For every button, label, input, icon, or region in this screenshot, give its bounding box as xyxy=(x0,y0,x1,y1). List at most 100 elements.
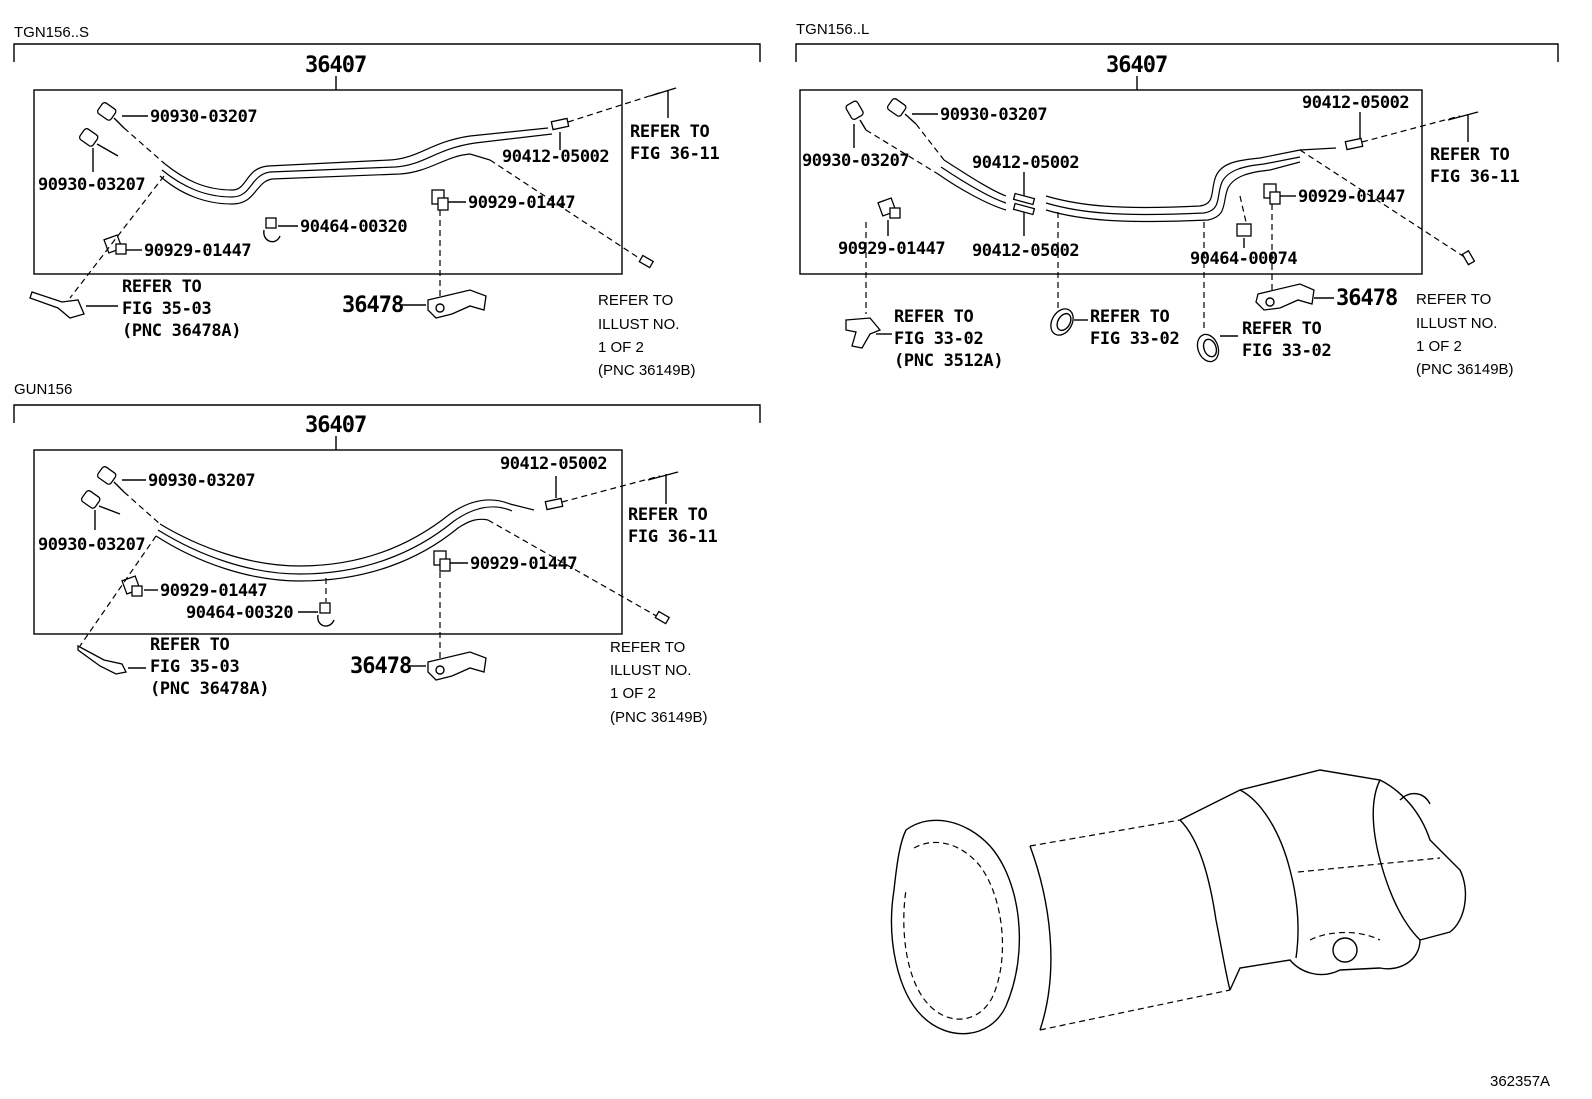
clamp-icon xyxy=(433,550,451,572)
part-label: 90930-03207 xyxy=(38,535,145,555)
clamp-icon xyxy=(103,234,127,255)
section-tgn156-l: TGN156..L 36407 xyxy=(795,21,1559,378)
assembly-box xyxy=(33,449,623,635)
pnc-reference: (PNC 36149B) xyxy=(598,362,696,379)
section-header: GUN156 xyxy=(14,381,72,398)
part-label: 90930-03207 xyxy=(802,151,909,171)
part-label: 36478 xyxy=(350,654,411,679)
section-header: TGN156..L xyxy=(796,21,869,38)
illust-reference: ILLUST NO. xyxy=(598,316,679,333)
fuel-pipe-assembly xyxy=(155,499,535,582)
union-icon xyxy=(550,117,570,131)
figure-reference: FIG 36-11 xyxy=(1430,167,1519,187)
illust-page: 1 OF 2 xyxy=(1416,338,1462,355)
hose-clamp-icon xyxy=(1196,333,1220,363)
plug-icon xyxy=(80,490,121,515)
refer-to-label: REFER TO xyxy=(598,292,673,309)
union-icon xyxy=(1344,137,1364,151)
part-label: 90929-01447 xyxy=(468,193,575,213)
part-label: 90412-05002 xyxy=(500,454,607,474)
part-label: 90412-05002 xyxy=(972,241,1079,261)
illust-page: 1 OF 2 xyxy=(610,685,656,702)
figure-reference: FIG 33-02 xyxy=(1090,329,1179,349)
part-label: 90930-03207 xyxy=(150,107,257,127)
refer-to-label: REFER TO xyxy=(630,122,710,142)
refer-to-label: REFER TO xyxy=(610,639,685,656)
plug-icon xyxy=(886,98,917,125)
union-icon xyxy=(544,497,564,511)
plug-icon xyxy=(96,102,125,129)
pnc-reference: (PNC 36149B) xyxy=(610,709,708,726)
figure-id: 362357A xyxy=(1490,1073,1550,1090)
bracket-icon xyxy=(29,291,85,319)
part-label: 90412-05002 xyxy=(1302,93,1409,113)
refer-to-label: REFER TO xyxy=(1416,291,1491,308)
figure-reference: FIG 33-02 xyxy=(1242,341,1331,361)
part-label: 90412-05002 xyxy=(502,147,609,167)
illust-reference: ILLUST NO. xyxy=(1416,315,1497,332)
clip-icon xyxy=(317,602,335,627)
bracket-icon xyxy=(77,644,127,675)
part-label: 36478 xyxy=(1336,286,1397,311)
clamp-icon xyxy=(1263,183,1281,205)
fuel-pipe-assembly xyxy=(159,127,553,205)
figure-reference: FIG 33-02 xyxy=(894,329,983,349)
refer-to-label: REFER TO xyxy=(1090,307,1170,327)
bracket-icon xyxy=(845,317,882,349)
figure-reference: FIG 35-03 xyxy=(122,299,211,319)
refer-to-label: REFER TO xyxy=(894,307,974,327)
pnc-reference: (PNC 36478A) xyxy=(150,679,269,699)
part-label: 90929-01447 xyxy=(1298,187,1405,207)
clamp-icon xyxy=(431,189,449,211)
bracket-36478-icon xyxy=(427,289,487,319)
transmission-illustration xyxy=(890,769,1467,1035)
part-label: 90930-03207 xyxy=(940,105,1047,125)
section-header: TGN156..S xyxy=(14,24,89,41)
clip-icon xyxy=(263,217,281,243)
refer-to-label: REFER TO xyxy=(628,505,708,525)
pnc-reference: (PNC 36478A) xyxy=(122,321,241,341)
hose-clamp-icon xyxy=(1050,308,1074,336)
section-bracket xyxy=(795,43,1559,62)
clip-icon xyxy=(1236,223,1252,237)
refer-to-label: REFER TO xyxy=(1430,145,1510,165)
figure-reference: FIG 36-11 xyxy=(628,527,717,547)
clamp-icon xyxy=(877,197,901,219)
figure-reference: FIG 36-11 xyxy=(630,144,719,164)
illust-page: 1 OF 2 xyxy=(598,339,644,356)
part-label: 36478 xyxy=(342,293,403,318)
part-label: 90930-03207 xyxy=(38,175,145,195)
assembly-box xyxy=(33,89,623,275)
section-tgn156-s: TGN156..S 36407 xyxy=(13,24,761,379)
part-label: 90464-00320 xyxy=(186,603,293,623)
part-label: 90929-01447 xyxy=(144,241,251,261)
clamp-icon xyxy=(121,575,143,597)
main-part-number: 36407 xyxy=(305,53,366,78)
refer-to-label: REFER TO xyxy=(1242,319,1322,339)
bracket-36478-icon xyxy=(427,651,487,681)
fuel-pipe-assembly xyxy=(937,147,1337,223)
part-label: 90929-01447 xyxy=(470,554,577,574)
figure-reference: FIG 35-03 xyxy=(150,657,239,677)
pnc-reference: (PNC 3512A) xyxy=(894,351,1003,371)
part-label: 90464-00074 xyxy=(1190,249,1297,269)
assembly-box xyxy=(799,89,1423,275)
part-label: 90929-01447 xyxy=(160,581,267,601)
pnc-reference: (PNC 36149B) xyxy=(1416,361,1514,378)
union-icon xyxy=(1012,192,1036,216)
plug-icon xyxy=(845,100,867,131)
part-label: 90929-01447 xyxy=(838,239,945,259)
section-bracket xyxy=(13,43,761,62)
main-part-number: 36407 xyxy=(305,413,366,438)
section-gun156: GUN156 36407 xyxy=(13,381,761,726)
part-label: 90464-00320 xyxy=(300,217,407,237)
illust-reference: ILLUST NO. xyxy=(610,662,691,679)
refer-to-label: REFER TO xyxy=(122,277,202,297)
refer-to-label: REFER TO xyxy=(150,635,230,655)
plug-icon xyxy=(78,128,119,157)
main-part-number: 36407 xyxy=(1106,53,1167,78)
part-label: 90930-03207 xyxy=(148,471,255,491)
plug-icon xyxy=(96,466,125,493)
part-label: 90412-05002 xyxy=(972,153,1079,173)
